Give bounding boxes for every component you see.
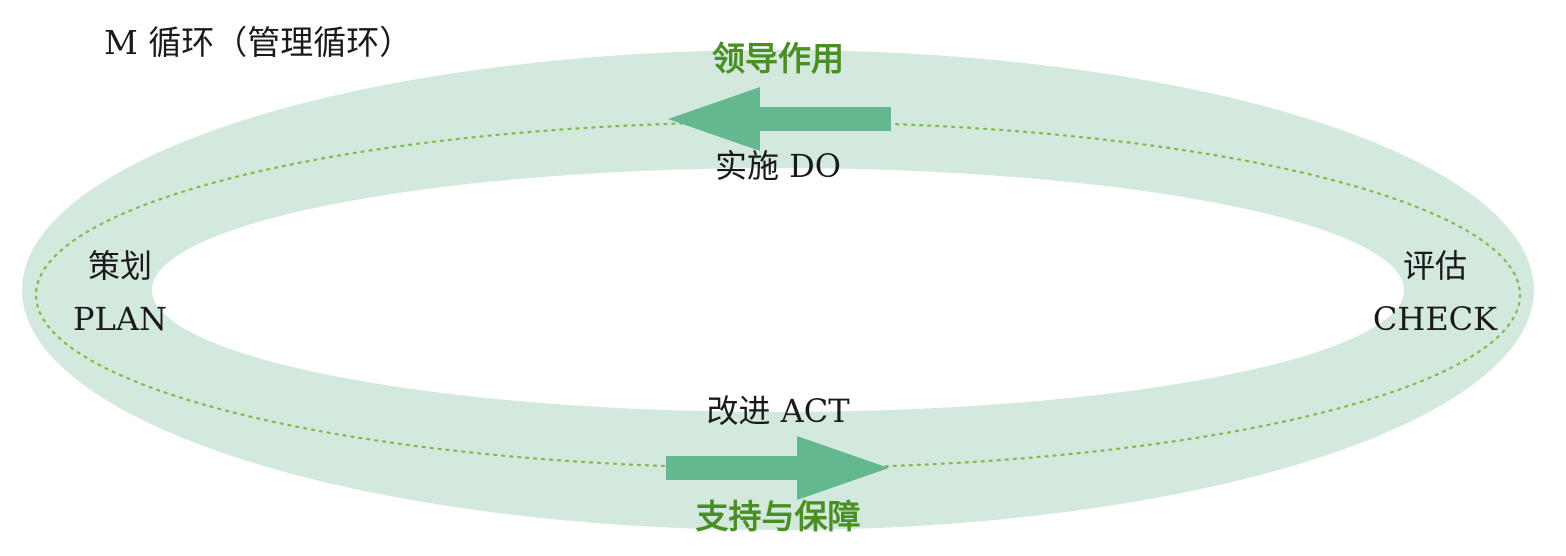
diagram-title: M 循环（管理循环）: [104, 23, 412, 62]
leadership-label: 领导作用: [712, 39, 844, 78]
stage-do-label: 实施 DO: [715, 147, 841, 185]
top-arrow-left: [668, 87, 891, 151]
stage-plan-cn-label: 策划: [88, 247, 152, 285]
stage-act-label: 改进 ACT: [706, 392, 850, 430]
stage-plan-en-label: PLAN: [73, 300, 167, 338]
stage-check-en-label: CHECK: [1373, 300, 1498, 338]
bottom-arrow-right: [666, 436, 889, 500]
support-label: 支持与保障: [696, 497, 861, 536]
stage-check-cn-label: 评估: [1403, 247, 1467, 285]
cycle-ring: [21, 49, 1534, 531]
